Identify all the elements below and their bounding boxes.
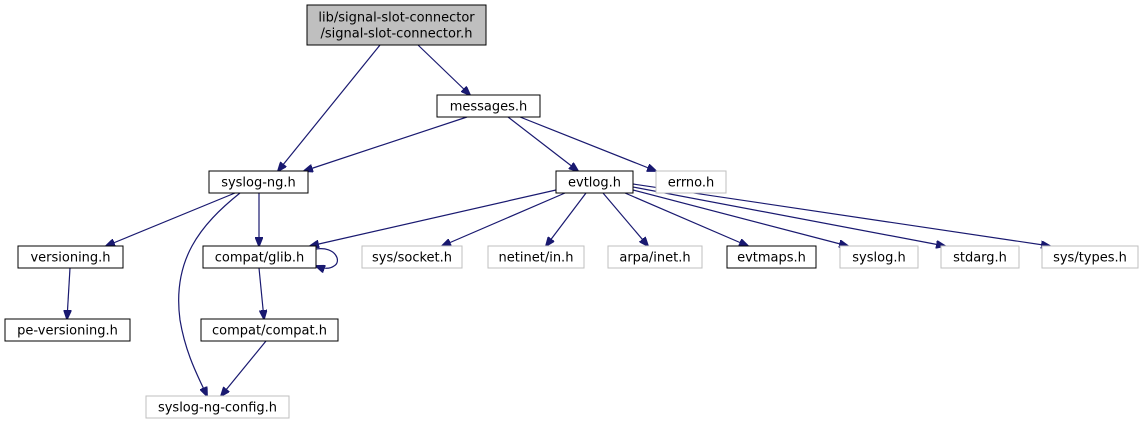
- node-label-root-1: /signal-slot-connector.h: [321, 27, 473, 42]
- node-label-stdarg: stdarg.h: [953, 251, 1007, 266]
- node-compat[interactable]: compat/compat.h: [200, 318, 339, 342]
- node-box-glib: [202, 245, 317, 269]
- edge-versioning-to-peversioning: [67, 267, 70, 319]
- node-label-arpa: arpa/inet.h: [619, 251, 690, 266]
- node-versioning[interactable]: versioning.h: [17, 245, 124, 269]
- node-box-config: [145, 395, 290, 419]
- edge-messages-to-syslogng: [304, 116, 468, 171]
- edge-compat-to-config: [221, 340, 267, 396]
- node-syslogh: syslog.h: [839, 245, 919, 269]
- edge-glib-to-glib: [316, 248, 338, 269]
- node-box-messages: [436, 94, 541, 118]
- edge-evtlog-to-syssocket: [442, 192, 566, 246]
- node-label-systypes: sys/types.h: [1053, 251, 1127, 266]
- node-systypes: sys/types.h: [1041, 245, 1139, 269]
- node-label-messages: messages.h: [450, 100, 528, 115]
- node-label-compat: compat/compat.h: [212, 324, 327, 339]
- node-box-syssocket: [361, 245, 463, 269]
- node-root[interactable]: lib/signal-slot-connector/signal-slot-co…: [306, 4, 487, 46]
- node-netinet: netinet/in.h: [487, 245, 585, 269]
- node-box-errno: [655, 170, 727, 194]
- edge-glib-to-compat: [258, 267, 264, 319]
- node-label-syslogng: syslog-ng.h: [221, 176, 296, 191]
- node-label-peversioning: pe-versioning.h: [17, 324, 118, 339]
- node-arpa: arpa/inet.h: [607, 245, 703, 269]
- node-box-root: [306, 4, 487, 46]
- edge-evtlog-to-evtmaps: [624, 192, 748, 246]
- node-glib[interactable]: compat/glib.h: [202, 245, 317, 269]
- node-config: syslog-ng-config.h: [145, 395, 290, 419]
- node-label-versioning: versioning.h: [30, 251, 110, 266]
- edge-evtlog-to-arpa: [602, 192, 648, 246]
- node-box-compat: [200, 318, 339, 342]
- edge-evtlog-to-systypes: [632, 183, 1050, 246]
- edge-evtlog-to-glib: [310, 189, 557, 246]
- node-label-syslogh: syslog.h: [852, 251, 905, 266]
- node-messages[interactable]: messages.h: [436, 94, 541, 118]
- edge-root-to-messages: [417, 44, 470, 95]
- node-box-arpa: [607, 245, 703, 269]
- node-box-systypes: [1041, 245, 1139, 269]
- node-stdarg: stdarg.h: [940, 245, 1020, 269]
- node-errno: errno.h: [655, 170, 727, 194]
- node-box-evtmaps: [726, 245, 817, 269]
- edge-syslogng-to-config: [178, 192, 241, 396]
- node-box-syslogng: [208, 170, 309, 194]
- nodes-layer: lib/signal-slot-connector/signal-slot-co…: [4, 4, 1139, 419]
- edges-layer: [67, 44, 1050, 396]
- node-label-evtmaps: evtmaps.h: [737, 251, 806, 266]
- node-label-netinet: netinet/in.h: [499, 251, 574, 266]
- node-syslogng[interactable]: syslog-ng.h: [208, 170, 309, 194]
- node-evtmaps[interactable]: evtmaps.h: [726, 245, 817, 269]
- edge-syslogng-to-versioning: [106, 192, 236, 246]
- node-label-evtlog: evtlog.h: [568, 176, 621, 191]
- edge-evtlog-to-syslogh: [632, 189, 848, 246]
- node-label-syssocket: sys/socket.h: [372, 251, 452, 266]
- node-label-root-0: lib/signal-slot-connector: [318, 11, 475, 26]
- node-label-errno: errno.h: [668, 176, 715, 191]
- node-box-syslogh: [839, 245, 919, 269]
- node-peversioning[interactable]: pe-versioning.h: [4, 318, 131, 342]
- node-box-peversioning: [4, 318, 131, 342]
- node-syssocket: sys/socket.h: [361, 245, 463, 269]
- node-box-versioning: [17, 245, 124, 269]
- edge-messages-to-errno: [519, 116, 656, 171]
- edge-evtlog-to-stdarg: [632, 186, 945, 246]
- node-evtlog[interactable]: evtlog.h: [555, 170, 634, 194]
- node-box-stdarg: [940, 245, 1020, 269]
- edge-evtlog-to-netinet: [546, 192, 587, 246]
- node-label-glib: compat/glib.h: [215, 251, 305, 266]
- edge-root-to-syslogng: [278, 44, 381, 171]
- node-box-netinet: [487, 245, 585, 269]
- edge-messages-to-evtlog: [507, 116, 578, 171]
- node-label-config: syslog-ng-config.h: [158, 401, 277, 416]
- node-box-evtlog: [555, 170, 634, 194]
